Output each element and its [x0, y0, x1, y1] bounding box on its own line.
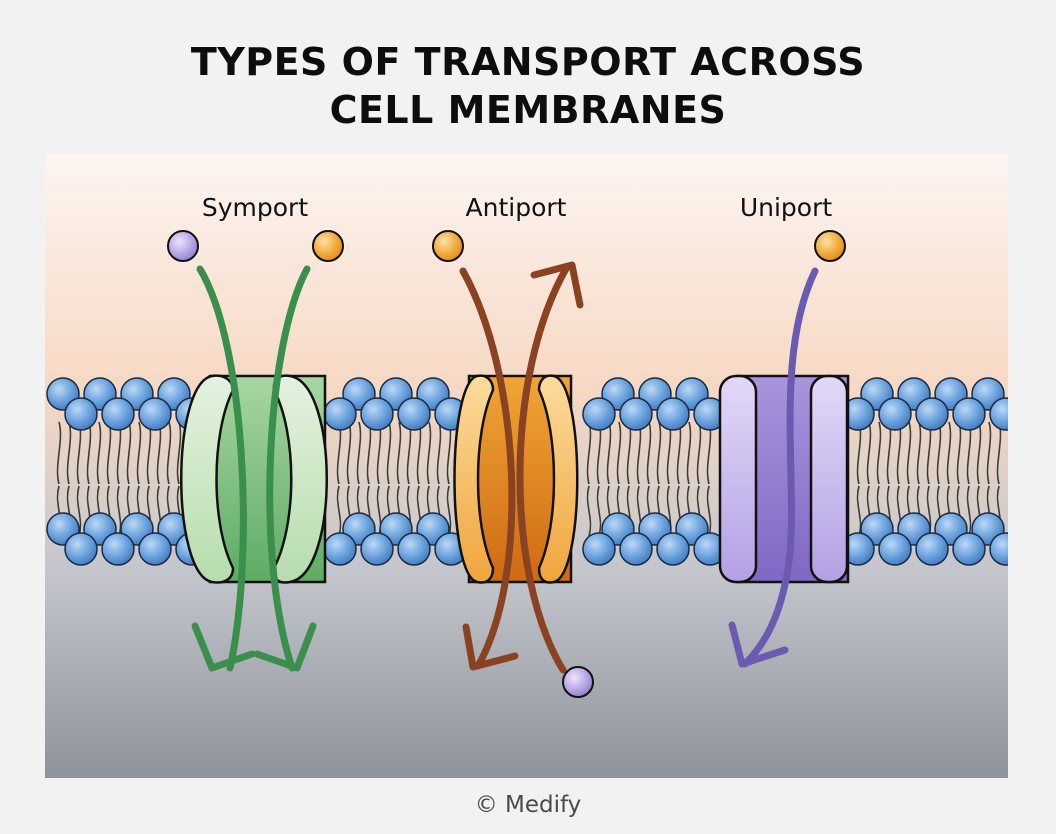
symport-molecule-purple [167, 230, 199, 262]
lipid-tail [916, 421, 922, 485]
lipid-head [619, 397, 653, 431]
lipid-tail [686, 421, 692, 485]
antiport-arrow-up [516, 263, 571, 674]
antiport-arrowhead-down [462, 623, 519, 671]
lipid-tail [946, 421, 952, 485]
symport-arrowhead-right [253, 622, 317, 672]
lipid-tail [336, 485, 342, 537]
lipid-tail [986, 421, 992, 485]
lipid-tail [166, 421, 172, 485]
lipid-tail [976, 421, 982, 485]
symport-molecule-orange [312, 230, 344, 262]
lipid-head [989, 397, 1008, 431]
lipid-tail [616, 421, 622, 485]
lipid-tail [96, 421, 102, 485]
symport-arrow-right [266, 265, 311, 672]
symport-protein [180, 374, 328, 584]
lipid-tail [706, 485, 712, 537]
lipid-head [878, 397, 912, 431]
lipid-tail [906, 421, 912, 485]
lipid-head [915, 397, 949, 431]
lipid-tail [136, 421, 142, 485]
lipid-head [656, 397, 690, 431]
lipid-tail [596, 485, 602, 537]
lipid-tail [176, 421, 182, 485]
uniport-protein [718, 374, 850, 584]
uniport-arrow [741, 267, 819, 668]
lipid-head [323, 532, 357, 566]
lipid-tail [436, 421, 442, 485]
uniport-label: Uniport [740, 193, 833, 222]
lipid-head [101, 397, 135, 431]
lipid-tail [966, 485, 972, 537]
lipid-head [360, 532, 394, 566]
lipid-head [138, 532, 172, 566]
lipid-tail [356, 421, 362, 485]
title-line-1: TYPES OF TRANSPORT ACROSS [190, 40, 866, 84]
lipid-tail [656, 421, 662, 485]
lipid-tail [446, 485, 452, 537]
antiport-protein-right-subunit [537, 374, 579, 584]
symport-arrow-left [196, 265, 247, 672]
page-title: TYPES OF TRANSPORT ACROSS CELL MEMBRANES [0, 38, 1056, 134]
lipid-head [64, 397, 98, 431]
lipid-head [397, 397, 431, 431]
lipid-head [582, 532, 616, 566]
symport-arrowhead-left [191, 622, 256, 672]
membrane-diagram: Symport Antiport Uniport [45, 154, 1008, 778]
antiport-protein-left-subunit [453, 374, 495, 584]
antiport-protein [453, 374, 579, 584]
lipid-head [397, 532, 431, 566]
lipid-head [656, 532, 690, 566]
lipid-tail [866, 421, 872, 485]
lipid-tail [126, 421, 132, 485]
lipid-head [323, 397, 357, 431]
antiport-molecule-purple [562, 666, 594, 698]
uniport-arrowhead [728, 621, 789, 668]
lipid-head [989, 532, 1008, 566]
lipid-tail [606, 421, 612, 485]
lipid-tail [66, 421, 72, 485]
lipid-tail [116, 485, 122, 537]
lipid-heads [46, 377, 1008, 566]
lipid-head [878, 532, 912, 566]
lipid-tail [76, 485, 82, 537]
lipid-head [64, 532, 98, 566]
uniport-protein-left-subunit [718, 374, 758, 584]
uniport-molecule-orange [814, 230, 846, 262]
lipid-head [915, 532, 949, 566]
antiport-arrowhead-up [530, 261, 584, 309]
copyright-credit: © Medify [474, 792, 582, 818]
lipid-head [101, 532, 135, 566]
symport-label: Symport [202, 193, 308, 222]
lipid-tail [646, 421, 652, 485]
lipid-head [952, 532, 986, 566]
lipid-tail [586, 485, 592, 537]
lipid-head [360, 397, 394, 431]
lipid-tail [386, 421, 392, 485]
lipid-tail [876, 421, 882, 485]
title-line-2: CELL MEMBRANES [329, 88, 727, 132]
lipid-tail [56, 421, 62, 485]
lipid-tail [426, 421, 432, 485]
antiport-molecule-orange [432, 230, 464, 262]
lipid-head [619, 532, 653, 566]
antiport-label: Antiport [466, 193, 567, 222]
antiport-arrow-down [459, 267, 516, 670]
uniport-protein-right-subunit [809, 374, 849, 584]
lipid-head [952, 397, 986, 431]
lipid-tail [856, 485, 862, 537]
lipid-head [582, 397, 616, 431]
lipid-head [138, 397, 172, 431]
lipid-tail [396, 421, 402, 485]
